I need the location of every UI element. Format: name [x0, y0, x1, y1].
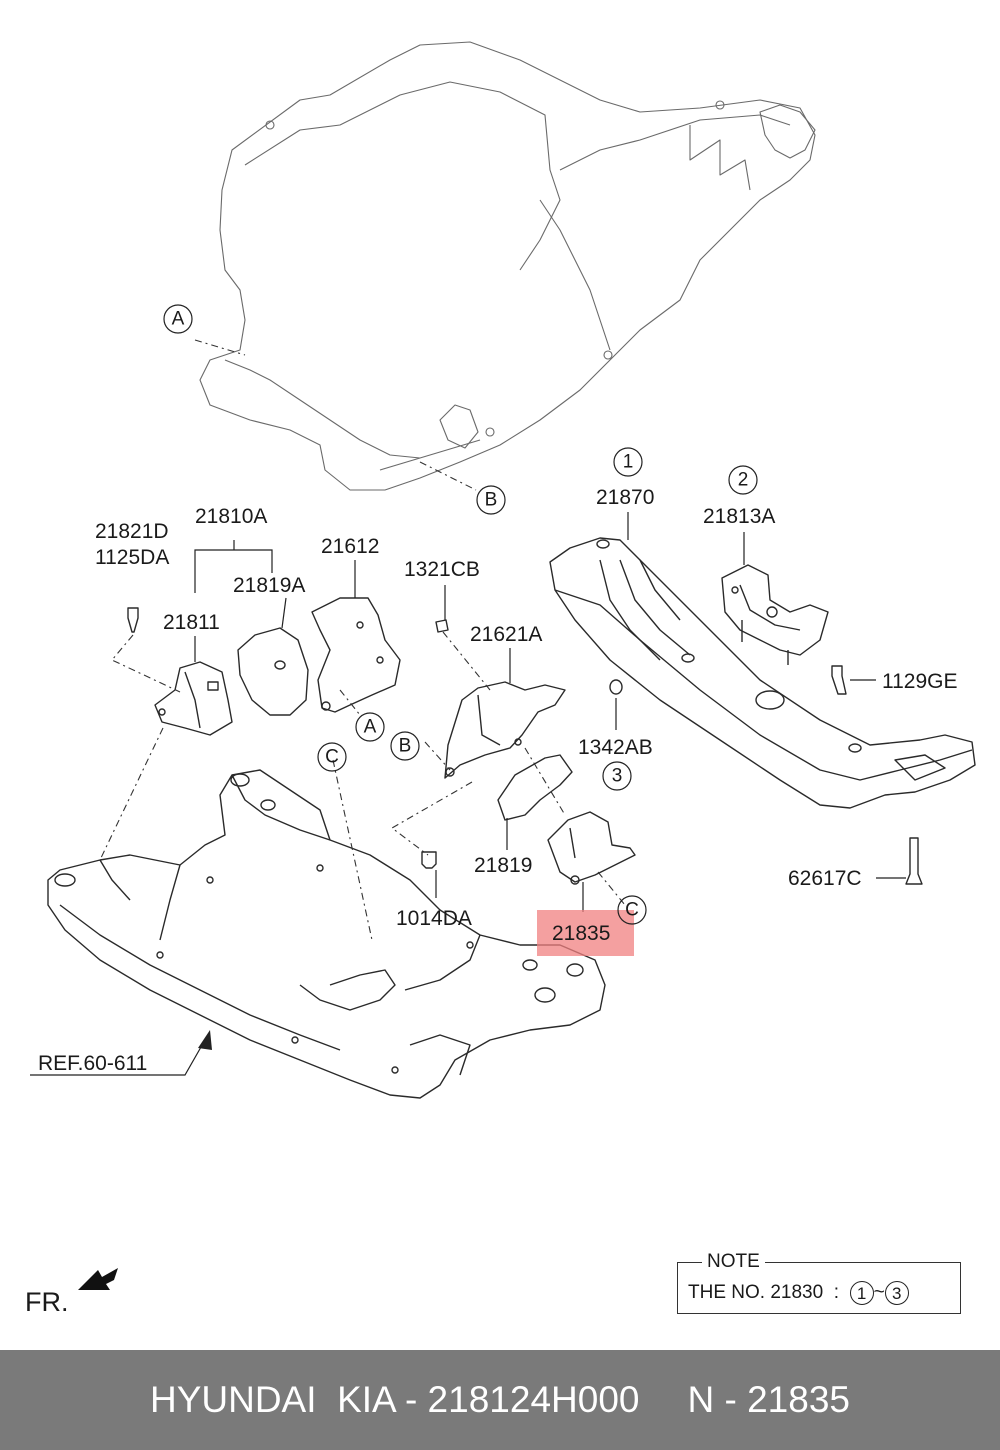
- insulator-21819: [497, 754, 573, 821]
- note-callout-1: 1: [849, 1281, 874, 1305]
- note-text: THE NO. 21830 : 1~3: [688, 1281, 909, 1305]
- callout-2: 2: [728, 465, 758, 495]
- label-21819A: 21819A: [233, 574, 305, 597]
- bolt-1125DA: [127, 607, 139, 633]
- svg-text:B: B: [485, 490, 498, 511]
- part-labels: 21821D 1125DA 21810A 21811 21819A 21612 …: [38, 486, 958, 1075]
- label-21811: 21811: [163, 611, 220, 634]
- label-21835: 21835: [552, 922, 610, 945]
- callout-A-bracket: A: [355, 712, 385, 742]
- label-62617C: 62617C: [788, 867, 862, 890]
- svg-text:B: B: [399, 736, 412, 757]
- label-21821D: 21821D: [95, 520, 169, 543]
- front-arrow-icon: [78, 1268, 118, 1290]
- callout-B-engine: B: [476, 485, 506, 515]
- nut-1321CB: [435, 619, 449, 633]
- label-1342AB: 1342AB: [578, 736, 653, 759]
- callouts: A B A B C C 1 2 3: [163, 304, 758, 925]
- note-callout-3: 3: [884, 1281, 909, 1305]
- bracket-21621A: [444, 681, 566, 779]
- highlight-21835: [537, 910, 634, 956]
- svg-text:1: 1: [623, 452, 634, 473]
- callout-B-bracket: B: [390, 731, 420, 761]
- assembly-lines: [99, 339, 626, 941]
- leader-lines: [30, 512, 906, 1076]
- insulator-21819A: [237, 627, 309, 716]
- label-1125DA: 1125DA: [95, 546, 169, 569]
- note-title: NOTE: [702, 1251, 765, 1273]
- mount-21811: [154, 661, 233, 736]
- parts-diagram: 21821D 1125DA 21810A 21811 21819A 21612 …: [30, 41, 976, 1290]
- mount-21813A: [721, 564, 829, 665]
- bracket-21612: [311, 597, 401, 713]
- label-21819: 21819: [474, 854, 532, 877]
- svg-text:A: A: [364, 717, 377, 738]
- svg-text:3: 3: [612, 766, 623, 787]
- crossmember-21870: [549, 537, 976, 809]
- callout-1: 1: [613, 447, 643, 477]
- label-21870: 21870: [596, 486, 654, 509]
- note-tilde: ~: [873, 1282, 885, 1304]
- svg-text:C: C: [625, 900, 639, 921]
- label-1129GE: 1129GE: [882, 670, 958, 693]
- note-separator: :: [833, 1282, 840, 1304]
- note-box: NOTE THE NO. 21830 : 1~3: [677, 1251, 961, 1314]
- front-label: FR.: [25, 1287, 69, 1317]
- label-21621A: 21621A: [470, 623, 542, 646]
- svg-text:C: C: [325, 747, 339, 768]
- callout-C-mount: C: [617, 895, 647, 925]
- footer-ref-number: N - 21835: [687, 1379, 850, 1420]
- footer-bar: HYUNDAI KIA - 218124H000 N - 21835: [0, 1350, 1000, 1450]
- note-part-text: THE NO. 21830: [688, 1282, 824, 1304]
- bolt-1129GE: [831, 665, 847, 695]
- footer-brand-part-number: HYUNDAI KIA - 218124H000: [150, 1379, 640, 1420]
- bolt-62617C: [905, 837, 923, 885]
- svg-text:2: 2: [738, 470, 749, 491]
- callout-C-subframe: C: [317, 742, 347, 772]
- label-21810A: 21810A: [195, 505, 267, 528]
- engine-outline: [199, 41, 816, 491]
- label-21813A: 21813A: [703, 505, 775, 528]
- nut-1342AB: [609, 679, 623, 695]
- callout-3: 3: [602, 761, 632, 791]
- label-1014DA: 1014DA: [396, 907, 472, 930]
- svg-text:A: A: [172, 309, 185, 330]
- bolt-1014DA: [421, 851, 437, 869]
- subframe-outline: [47, 769, 606, 1099]
- mount-21835: [547, 811, 636, 885]
- label-1321CB: 1321CB: [404, 558, 480, 581]
- label-ref-60-611: REF.60-611: [38, 1052, 147, 1075]
- callout-A-engine: A: [163, 304, 193, 334]
- label-21612: 21612: [321, 535, 379, 558]
